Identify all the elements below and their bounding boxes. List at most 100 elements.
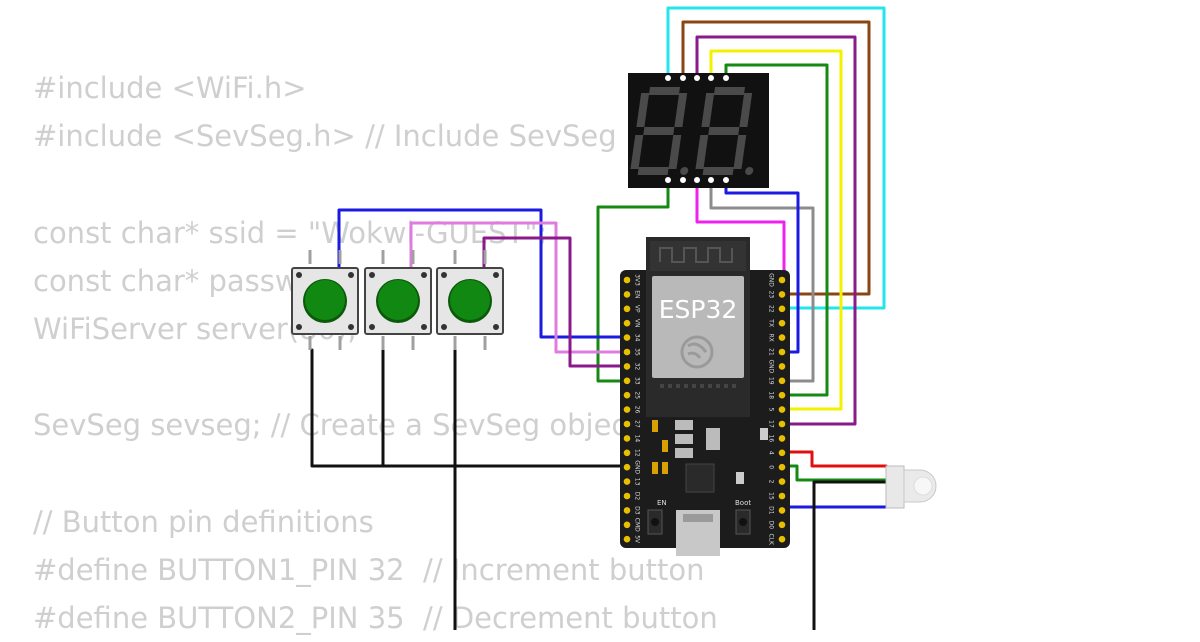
boot-label: Boot: [735, 499, 751, 507]
code-line: #define BUTTON2_PIN 35 // Decrement butt…: [33, 601, 718, 636]
en-button-cap[interactable]: [651, 518, 659, 526]
esp32-pin-14[interactable]: 14: [623, 435, 641, 443]
wire-red-led[interactable]: [780, 450, 888, 468]
esp32-pin-34[interactable]: 34: [623, 334, 641, 342]
pin-label: 34: [634, 334, 641, 342]
esp32-pin-25[interactable]: 25: [623, 391, 641, 399]
esp32-pin-gnd[interactable]: GND: [768, 273, 786, 287]
code-editor-background: #include <WiFi.h>#include <SevSeg.h> // …: [33, 64, 718, 642]
pin-label: 27: [634, 420, 641, 428]
esp32-pin-13[interactable]: 13: [623, 478, 641, 486]
button-cap[interactable]: [378, 280, 418, 320]
display-digit-2: [695, 87, 754, 175]
esp32-pin-tx[interactable]: TX: [768, 318, 786, 327]
esp32-pin-d1[interactable]: D1: [768, 506, 786, 515]
pin-label: 0: [768, 465, 775, 469]
wire-green-bottom[interactable]: [596, 178, 670, 383]
esp32-pin-12[interactable]: 12: [623, 449, 641, 457]
wire-blue-display[interactable]: [724, 178, 800, 354]
pin-label: EN: [634, 290, 641, 298]
boot-button-cap[interactable]: [739, 518, 747, 526]
rgb-led[interactable]: [885, 465, 937, 509]
esp32-pin-d2[interactable]: D2: [623, 492, 641, 501]
esp32-pin-17[interactable]: 17: [768, 420, 786, 428]
display-digit-1: [630, 87, 689, 175]
wire-purple[interactable]: [695, 35, 857, 426]
pin-label: 35: [634, 348, 641, 356]
wire-black-led[interactable]: [812, 480, 890, 630]
esp32-pin-5[interactable]: 5: [768, 406, 786, 413]
push-button-1[interactable]: [291, 250, 359, 350]
wire-green-top[interactable]: [724, 63, 829, 397]
seven-segment-display[interactable]: [628, 73, 769, 188]
code-line: #define BUTTON1_PIN 32 // Increment butt…: [33, 552, 705, 587]
push-button-3[interactable]: [436, 250, 504, 350]
esp32-pin-16[interactable]: 16: [768, 435, 786, 443]
esp32-pin-33[interactable]: 33: [623, 377, 641, 385]
esp32-pin-cmd[interactable]: CMD: [623, 518, 641, 532]
code-line: const char* ssid = "Wokwi-GUEST";: [33, 215, 548, 250]
pin-label: GND: [634, 460, 641, 474]
esp32-pin-vn[interactable]: VN: [623, 319, 641, 328]
pin-label: 3V3: [634, 274, 641, 286]
pin-label: D3: [634, 506, 641, 515]
esp32-pin-5v[interactable]: 5V: [623, 535, 641, 544]
esp32-pin-vp[interactable]: VP: [623, 305, 641, 313]
esp32-pin-18[interactable]: 18: [768, 391, 786, 399]
esp32-pin-2[interactable]: 2: [768, 478, 786, 485]
esp32-shield: [652, 276, 744, 378]
esp32-pin-19[interactable]: 19: [768, 377, 786, 385]
button-cap[interactable]: [450, 280, 490, 320]
esp32-pin-32[interactable]: 32: [623, 363, 641, 371]
wire-cyan[interactable]: [666, 6, 886, 310]
esp32-pin-gnd[interactable]: GND: [623, 460, 641, 474]
esp32-pin-22[interactable]: 22: [768, 305, 786, 313]
esp32-pin-d3[interactable]: D3: [623, 506, 641, 515]
esp32-pin-27[interactable]: 27: [623, 420, 641, 428]
pin-label: GND: [768, 360, 775, 374]
pin-label: TX: [768, 318, 775, 327]
esp32-pin-0[interactable]: 0: [768, 463, 786, 471]
pin-label: 19: [768, 377, 775, 385]
esp32-pin-en[interactable]: EN: [623, 290, 641, 299]
pin-label: 33: [634, 377, 641, 385]
esp32-pin-3v3[interactable]: 3V3: [623, 274, 641, 286]
esp32-pin-gnd[interactable]: GND: [768, 360, 786, 374]
en-label: EN: [657, 499, 667, 507]
pin-label: 4: [768, 451, 775, 455]
wire-purple-button3[interactable]: [482, 236, 630, 368]
wire-blue-led[interactable]: [780, 479, 890, 509]
pin-label: 18: [768, 391, 775, 399]
pin-label: VP: [634, 305, 641, 313]
code-line: SevSeg sevseg; // Create a SevSeg objec: [33, 408, 628, 443]
button-cap[interactable]: [305, 280, 345, 320]
esp32-pin-23[interactable]: 23: [768, 291, 786, 299]
wire-gray[interactable]: [709, 178, 815, 383]
pin-label: CMD: [634, 518, 641, 532]
esp32-pin-15[interactable]: 15: [768, 492, 786, 500]
display-pins-bottom: [665, 177, 729, 183]
pin-label: RX: [768, 333, 775, 341]
push-button-2[interactable]: [364, 250, 432, 350]
esp32-pin-26[interactable]: 26: [623, 406, 641, 414]
esp32-board[interactable]: ESP32 EN Boot: [620, 237, 790, 556]
wire-black-gnd-button1[interactable]: [310, 348, 630, 468]
espressif-logo-icon: [680, 335, 714, 369]
wire-yellow[interactable]: [709, 49, 843, 411]
code-line: #include <WiFi.h>: [33, 71, 307, 105]
module-castellations: [660, 384, 736, 388]
esp32-pin-d0[interactable]: D0: [768, 521, 786, 530]
esp32-pin-4[interactable]: 4: [768, 449, 786, 457]
code-line: const char* passw: [33, 263, 299, 298]
code-line: // Button pin definitions: [33, 504, 374, 539]
esp32-pin-21[interactable]: 21: [768, 348, 786, 356]
pin-label: 25: [634, 391, 641, 399]
wire-green-led[interactable]: [780, 464, 890, 482]
pin-label: 13: [634, 478, 641, 486]
esp32-pin-clk[interactable]: CLK: [768, 533, 786, 546]
wire-violet-button2[interactable]: [409, 221, 630, 354]
pin-label: 15: [768, 492, 775, 500]
esp32-pin-35[interactable]: 35: [623, 348, 641, 356]
esp32-pin-rx[interactable]: RX: [768, 333, 786, 342]
